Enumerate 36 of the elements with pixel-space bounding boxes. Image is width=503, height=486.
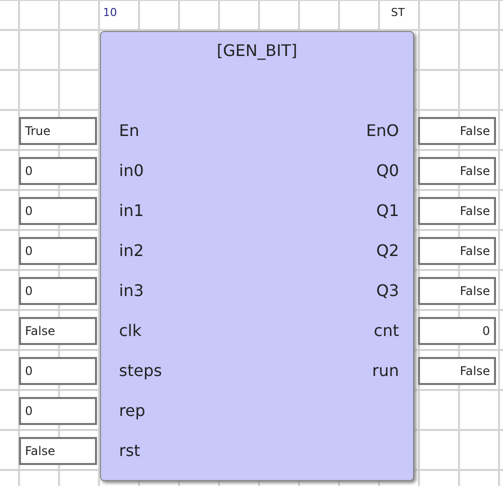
output-value-field: False	[418, 237, 496, 265]
output-pin-label: Q1	[376, 201, 399, 221]
execution-order-label: 10	[103, 6, 117, 19]
input-pin-label: steps	[119, 361, 162, 381]
output-pin-label: run	[372, 361, 399, 381]
input-value-field: 0	[19, 397, 97, 425]
block-title: [GEN_BIT]	[216, 41, 298, 60]
input-pin-label: in2	[119, 241, 144, 261]
output-value-field: False	[418, 357, 496, 385]
input-value-field: 0	[19, 277, 97, 305]
input-pin-label: in0	[119, 161, 144, 181]
input-value-field: True	[19, 117, 97, 145]
output-pin-label: cnt	[374, 321, 399, 341]
input-pin-label: in1	[119, 201, 144, 221]
input-value-field: 0	[19, 197, 97, 225]
block-type-label: ST	[391, 6, 405, 19]
input-pin-label: rep	[119, 401, 146, 421]
output-value-field: False	[418, 197, 496, 225]
output-pin-label: Q3	[376, 281, 399, 301]
output-value-field: 0	[418, 317, 496, 345]
output-pin-label: Q0	[376, 161, 399, 181]
input-pin-label: clk	[119, 321, 142, 341]
output-pin-label: EnO	[366, 121, 399, 141]
output-value-field: False	[418, 277, 496, 305]
input-pin-label: En	[119, 121, 140, 141]
function-block	[100, 31, 414, 481]
input-value-field: False	[19, 317, 97, 345]
input-pin-label: in3	[119, 281, 144, 301]
input-value-field: 0	[19, 237, 97, 265]
output-value-field: False	[418, 117, 496, 145]
output-value-field: False	[418, 157, 496, 185]
input-value-field: False	[19, 437, 97, 465]
input-pin-label: rst	[119, 441, 140, 461]
output-pin-label: Q2	[376, 241, 399, 261]
input-value-field: 0	[19, 157, 97, 185]
input-value-field: 0	[19, 357, 97, 385]
